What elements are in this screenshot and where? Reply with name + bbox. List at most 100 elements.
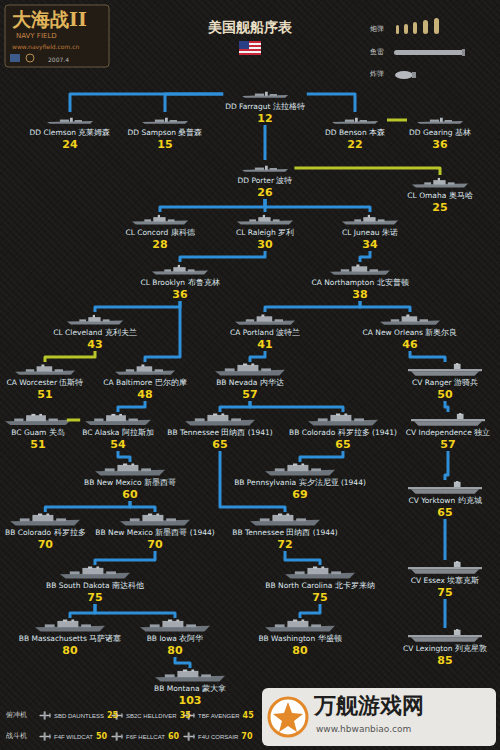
tree-link [264,125,267,160]
tier-level: 72 [232,538,337,551]
legend-label: 鱼雷 [370,48,384,56]
ship-name: DD Benson 本森 [325,128,385,138]
tier-level: 30 [236,238,294,251]
ship-node: CL Cleveland 克利夫兰43 [51,312,138,351]
ship-node: DD Clemson 克莱姆森24 [28,112,113,151]
ship-image [185,414,255,426]
tree-link [250,351,265,362]
aircraft-level: 25 [107,711,118,720]
tree-link [45,501,130,512]
tree-link [360,251,370,262]
ship-image [332,118,378,124]
tier-level: 70 [95,538,214,551]
tree-link [160,199,265,212]
ship-silhouettes [5,92,485,682]
aircraft-level: 60 [168,732,179,741]
ship-image [408,481,482,494]
ship-name: BB Montana 蒙大拿 [154,684,226,694]
date-stamp: 2007.4 [48,56,69,64]
tier-level: 60 [84,488,176,501]
ship-image [115,365,175,375]
tree-link [300,451,343,462]
chart-title: 美国舰船序表 [208,18,292,36]
ship-image [237,215,293,225]
ship-name: BB Massachusetts 马萨诸塞 [19,634,121,644]
ship-image [408,629,482,642]
aircraft-class: 战斗机 [6,732,27,741]
ship-image [95,464,165,476]
ship-image [380,315,440,325]
ship-node: CL Concord 康科德28 [123,212,196,251]
tree-link [220,401,250,412]
aircraft-name: SBD DAUNTLESS [54,712,104,720]
logo-emblem [26,54,34,62]
ship-name: BC Guam 关岛 [11,428,65,438]
ship-image [60,567,130,579]
tier-level: 57 [406,438,490,451]
ship-name: CL Raleigh 罗利 [236,228,294,238]
ship-name: CV Ranger 游骑兵 [412,378,478,388]
ship-image [250,514,320,526]
tier-level: 65 [289,438,397,451]
ship-node: CA Baltimore 巴尔的摩48 [101,362,188,401]
ship-image [235,315,295,325]
tree-link [130,501,155,512]
ship-image [242,92,288,98]
plane-icon [39,732,50,740]
shell-icon [423,20,428,34]
tree-link [445,451,448,480]
ship-node: CA New Orleans 新奥尔良46 [361,312,460,351]
ship-node: BB Montana 蒙大拿103 [152,668,228,707]
tree-link [118,451,130,462]
ship-node: BB Massachusetts 马萨诸塞80 [17,618,123,657]
ship-node: BB Nevada 内华达57 [214,362,286,401]
tier-level: 70 [5,538,86,551]
tier-level: 48 [103,388,186,401]
ship-node: BB Pennsylvania 宾夕法尼亚 (1944)69 [232,462,368,501]
plane-icon [183,732,194,740]
tree-link [445,401,448,412]
ship-node: CA Worcester 伍斯特51 [5,362,86,401]
ship-image [47,118,93,124]
ship-name: BB New Mexico 新墨西哥 [84,478,176,488]
tree-link [410,351,445,362]
ship-node: BC Alaska 阿拉斯加54 [80,412,156,451]
tier-level: 57 [216,388,284,401]
aircraft-name: SB2C HELLDIVER [126,712,177,720]
ship-node: BB Colorado 科罗拉多70 [3,512,88,551]
tier-level: 65 [408,506,481,519]
tier-level: 75 [46,591,144,604]
ship-name: DD Sampson 桑普森 [128,128,203,138]
tree-link [175,657,190,668]
tree-link [95,301,180,312]
ship-node: BB New Mexico 新墨西哥60 [82,462,178,501]
ship-image [330,265,390,275]
game-logo-frame [5,5,109,67]
logo-subtitle: NAVY FIELD [16,32,57,41]
tier-level: 50 [412,388,478,401]
aircraft-level: 70 [241,732,252,741]
shell-icon [404,24,408,34]
tier-level: 103 [154,694,226,707]
tier-level: 25 [407,201,472,214]
tree-link [265,199,370,212]
watermark-box [262,688,496,746]
aircraft-level: 35 [180,711,191,720]
ship-image [265,620,335,632]
ship-name: BB Nevada 内华达 [216,378,284,388]
tier-level: 80 [19,644,121,657]
tree-link [444,599,447,628]
ship-name: BB South Dakota 南达科他 [46,581,144,591]
tree-link [165,94,223,112]
aircraft-name: F4F WILDCAT [54,733,93,741]
ship-node: DD Benson 本森22 [323,112,387,151]
ship-node: BB South Dakota 南达科他75 [44,565,146,604]
watermark-logo [269,698,307,736]
tier-level: 12 [225,112,305,125]
aircraft-level: 50 [96,732,107,741]
tier-level: 36 [140,288,219,301]
tree-link [145,301,180,362]
ship-node: BB Tennessee 田纳西 (1944)72 [230,512,339,551]
tier-level: 54 [82,438,154,451]
tree-link [250,401,343,412]
